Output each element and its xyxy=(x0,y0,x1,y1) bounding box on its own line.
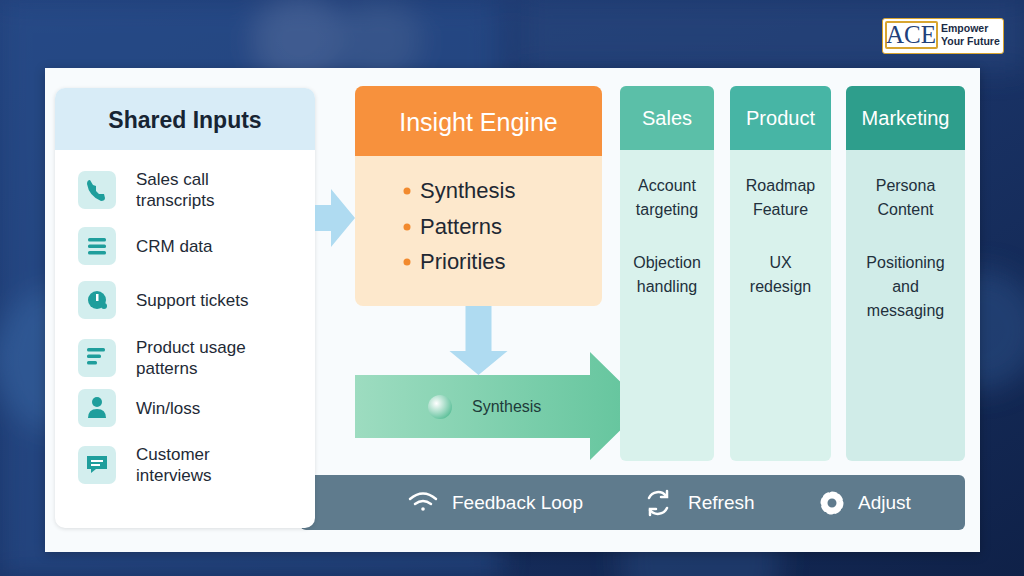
input-item: Sales call transcripts xyxy=(77,166,307,214)
team-column: ProductRoadmap Feature UX redesign xyxy=(730,86,831,461)
refresh-icon xyxy=(649,492,666,498)
node-text: Priorities xyxy=(420,248,590,276)
person-icon xyxy=(88,397,106,418)
team-column: SalesAccount targetingObjection handling xyxy=(620,86,714,461)
input-item: CRM data xyxy=(77,222,307,270)
team-column: MarketingPersona ContentPositioning and … xyxy=(846,86,965,461)
node-heading: Shared Inputs xyxy=(55,106,315,134)
icon-tile xyxy=(78,171,116,209)
node-text: Positioning and messaging xyxy=(854,251,958,323)
usage-icon xyxy=(87,348,105,365)
node-text: Refresh xyxy=(688,492,808,514)
icon-tile xyxy=(78,446,116,484)
node-heading: Marketing xyxy=(846,106,965,130)
node-text: Product usage patterns xyxy=(136,337,271,379)
node-text: Customer interviews xyxy=(136,444,271,486)
node-text: Sales call transcripts xyxy=(136,169,271,211)
node-text: Objection handling xyxy=(625,251,709,299)
sphere-icon xyxy=(428,395,452,419)
node-text: Synthesis xyxy=(472,397,582,417)
phone-icon xyxy=(87,180,105,201)
process-box: Insight EngineSynthesisPatternsPrioritie… xyxy=(355,86,602,306)
logo-tagline: Empower Your Future xyxy=(941,22,1007,48)
node-text: Patterns xyxy=(420,213,590,241)
node-text: UX redesign xyxy=(739,251,823,299)
input-icons xyxy=(78,171,116,484)
input-item: Support tickets xyxy=(77,276,307,324)
input-item: Product usage patterns xyxy=(77,334,307,382)
node-text: Persona Content xyxy=(854,174,958,222)
node-text: Roadmap Feature xyxy=(739,174,823,222)
gear-icon xyxy=(823,494,841,512)
node-text: Adjust xyxy=(858,492,958,514)
list-icon xyxy=(88,238,106,255)
node-heading: Sales xyxy=(620,106,714,130)
flow-arrow xyxy=(450,306,508,375)
inputs-panel: Shared InputsSales call transcriptsCRM d… xyxy=(55,88,315,528)
logo-mark: ACE xyxy=(886,21,936,49)
icon-tile xyxy=(78,389,116,427)
feedback-band: Feedback Loop Refresh Adjust xyxy=(300,475,965,530)
ticket-icon xyxy=(88,291,107,309)
node-text: Feedback Loop xyxy=(452,492,612,514)
arrow-band: Synthesis xyxy=(355,352,645,460)
node-text: Account targeting xyxy=(625,174,709,222)
feedback-icons xyxy=(410,491,841,515)
node-heading: Product xyxy=(730,106,831,130)
icon-tile xyxy=(78,281,116,319)
node-text: Support tickets xyxy=(136,290,271,311)
node-heading: Insight Engine xyxy=(355,107,602,137)
flow-arrow xyxy=(315,189,355,247)
insight-bullets xyxy=(404,188,411,266)
icon-tile xyxy=(78,339,116,377)
wifi-icon xyxy=(410,494,436,500)
input-item: Customer interviews xyxy=(77,441,307,489)
node-text: CRM data xyxy=(136,236,271,257)
node-text: Synthesis xyxy=(420,177,590,205)
node-text: Win/loss xyxy=(136,398,271,419)
input-item: Win/loss xyxy=(77,384,307,432)
icon-tile xyxy=(78,227,116,265)
chat-icon xyxy=(87,456,107,473)
arrow-outline xyxy=(355,352,645,460)
